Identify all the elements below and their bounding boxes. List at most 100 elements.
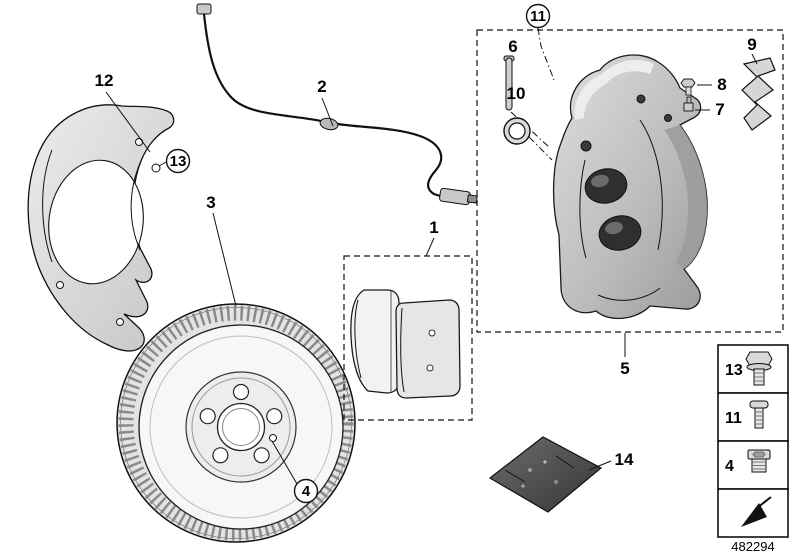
caliper-piston-bore-1-highlight: [591, 174, 609, 188]
grease-packet-speckle-4: [521, 484, 525, 488]
plug-hex-socket: [752, 451, 766, 458]
callout-13-circled[interactable]: 13: [165, 148, 191, 174]
dust-shield: [27, 104, 175, 352]
drawing-number: 482294: [731, 539, 774, 554]
caliper-contour-bottom: [597, 287, 661, 301]
callout-12[interactable]: 12: [95, 71, 114, 90]
brake-pad-right-contour: [400, 307, 405, 393]
brake-disc: [116, 303, 356, 543]
grease-packet: [488, 436, 603, 513]
disc-lug-hole-1: [266, 408, 283, 425]
brake-pad-rivet-1: [428, 329, 436, 337]
legend-label-13: 13: [725, 362, 743, 379]
callout-13-circle[interactable]: [165, 148, 191, 174]
callout-13-label[interactable]: 13: [170, 153, 187, 170]
callout-4-label[interactable]: 4: [302, 483, 311, 500]
dust-shield-center-opening: [48, 159, 144, 285]
dust-shield-hole-3: [116, 318, 124, 326]
disc-lug-hole-4: [212, 447, 229, 464]
bleeder-valve-nipple: [686, 96, 692, 104]
leader-4: [271, 440, 298, 485]
disc-hub-ring: [191, 377, 291, 477]
legend-row-4[interactable]: 4: [717, 440, 789, 490]
disc-lug-hole-2: [232, 383, 250, 401]
vent-screw: [680, 78, 696, 96]
o-ring-assembly-line: [528, 136, 553, 161]
retaining-spring: [741, 57, 776, 131]
legend-label-11: 11: [725, 410, 742, 427]
brake-pad-right: [395, 299, 461, 399]
screw-shaft: [754, 407, 764, 429]
sensor-end-plug: [466, 194, 478, 204]
legend: 13 11 4: [717, 344, 789, 554]
caliper-bolt-hole-top: [636, 94, 646, 104]
disc-lug-hole-5: [253, 447, 270, 464]
grease-packet-speckle-3: [553, 479, 559, 485]
caliper-contour-left: [579, 159, 587, 259]
disc-lug-hole-3: [199, 408, 216, 425]
sensor-cable-grommet: [319, 117, 339, 131]
caliper-contour-right: [639, 119, 663, 251]
caliper-dashed-box: [476, 29, 784, 333]
leader-14: [588, 460, 612, 471]
callout-5[interactable]: 5: [620, 359, 629, 378]
bleeder-valve-body: [683, 102, 694, 112]
caliper-body: [552, 54, 708, 320]
dust-shield-outer-bend-line: [42, 149, 53, 263]
pan-head-screw-icon: [749, 400, 769, 429]
vent-screw-shaft: [685, 86, 692, 96]
callout-1[interactable]: 1: [429, 218, 438, 237]
leader-13: [158, 161, 167, 167]
bleeder-valve: [683, 96, 694, 112]
brake-pad-left-contour: [354, 299, 362, 379]
brake-pad-rivet-2: [426, 364, 434, 372]
caliper-shading-light: [574, 59, 654, 120]
callout-14[interactable]: 14: [615, 450, 634, 469]
legend-row-13[interactable]: 13: [717, 344, 789, 394]
callout-4-circle[interactable]: [293, 478, 319, 504]
callout-8[interactable]: 8: [717, 75, 726, 94]
brake-pad-left: [350, 289, 400, 394]
callout-11-label[interactable]: 11: [530, 8, 546, 25]
disc-face-ring: [149, 335, 333, 519]
callout-10[interactable]: 10: [507, 84, 526, 103]
grease-packet-crinkle-1: [504, 469, 526, 483]
vent-screw-head: [680, 78, 696, 88]
callout-4-circled[interactable]: 4: [293, 478, 319, 504]
grease-packet-speckle-2: [543, 460, 547, 464]
disc-set-screw-hole: [268, 433, 278, 443]
sensor-end-connector: [439, 187, 471, 206]
dust-shield-inner-bend-line: [130, 160, 142, 251]
direction-arrow-head: [741, 503, 767, 527]
callout-11-circle[interactable]: [525, 3, 551, 29]
sensor-top-connector: [196, 3, 212, 15]
grease-packet-body: [488, 436, 603, 513]
legend-label-4: 4: [725, 458, 734, 475]
screw-head: [749, 400, 769, 409]
callout-2[interactable]: 2: [317, 77, 326, 96]
caliper-bleeder-boss-hole: [664, 114, 672, 122]
callout-3[interactable]: 3: [206, 193, 215, 212]
caliper-guide-hole: [580, 140, 592, 152]
callout-7[interactable]: 7: [715, 100, 724, 119]
dust-shield-hole-1: [151, 163, 161, 173]
callout-6[interactable]: 6: [508, 37, 517, 56]
callout-9[interactable]: 9: [747, 35, 756, 54]
leader-1: [425, 237, 435, 257]
flange-bolt-icon: [745, 351, 773, 386]
legend-row-arrow[interactable]: [717, 488, 789, 538]
disc-center-bore-chamfer: [222, 408, 260, 446]
screw-plug-icon: [747, 449, 771, 473]
leader-11: [537, 27, 555, 81]
brake-pads-dashed-box: [343, 255, 473, 421]
callouts: 12 2 3 1 6 10 8 7 9 5 14 13 11 4: [95, 3, 757, 504]
o-ring-inner: [508, 122, 526, 140]
leader-12: [105, 91, 151, 153]
caliper-shading-dark: [664, 125, 708, 269]
callout-11-circled[interactable]: 11: [525, 3, 551, 29]
leader-2: [321, 97, 334, 127]
leader-3: [212, 212, 237, 307]
guide-pin-assembly-line: [510, 111, 551, 149]
legend-row-11[interactable]: 11: [717, 392, 789, 442]
